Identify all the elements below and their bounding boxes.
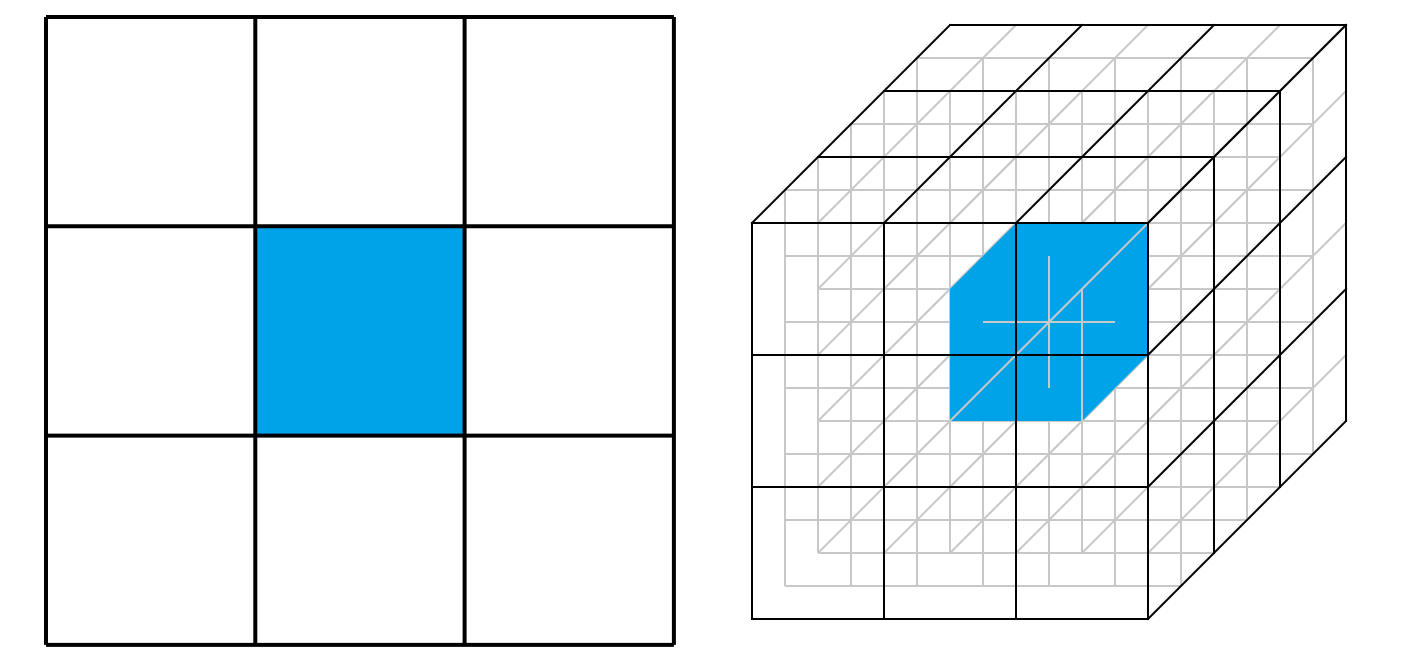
highlighted-cell-3d bbox=[949, 222, 1149, 422]
visible-edges bbox=[750, 23, 1348, 621]
right-face-depth-edge bbox=[1146, 419, 1348, 621]
highlighted-cell-2d bbox=[255, 226, 465, 436]
hidden-line-z bbox=[1147, 90, 1347, 290]
hidden-line-z bbox=[949, 24, 1149, 224]
highlight-line bbox=[949, 354, 1017, 422]
hidden-line-z bbox=[1147, 222, 1347, 422]
grid-2d-3x3 bbox=[44, 15, 676, 647]
right-face-depth-edge bbox=[1146, 287, 1348, 489]
hidden-line-z bbox=[1081, 24, 1281, 224]
hidden-line-z bbox=[817, 24, 1017, 224]
top-face-depth-edge bbox=[882, 23, 1084, 225]
top-face-depth-edge bbox=[1014, 23, 1216, 225]
hidden-line-z bbox=[1147, 354, 1347, 554]
grid-3d-3x3x3 bbox=[750, 23, 1348, 621]
right-face-depth-edge bbox=[1146, 155, 1348, 357]
top-face-depth-edge bbox=[750, 23, 952, 225]
highlight-line bbox=[1081, 222, 1149, 290]
right-face-depth-edge bbox=[1146, 23, 1348, 225]
highlight-line bbox=[1015, 288, 1083, 356]
